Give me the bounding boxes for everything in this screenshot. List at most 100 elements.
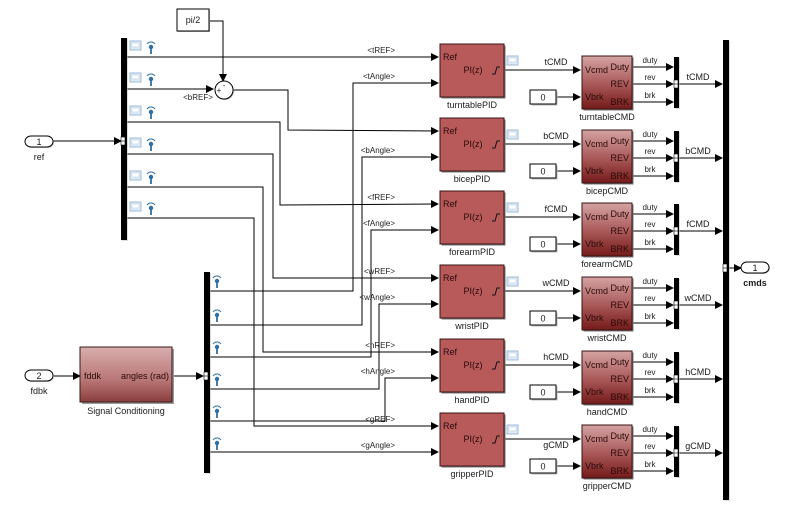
cmd-port-vcmd: Vcmd [585,65,608,75]
ref-viewer-icon-1[interactable] [129,72,142,83]
pid-viewer-icon[interactable] [506,129,519,140]
gref-line [127,217,439,430]
viewer-screen [131,42,140,48]
angle-logging-icon-0[interactable] [212,275,222,288]
ref-signal-label: <gREF> [365,415,395,424]
constant-pi2-block[interactable]: pi/2 [176,8,210,32]
vbrk-constant-shape [529,458,557,474]
inport-ref-number: 1 [36,137,41,147]
vbrk-constant-shape [529,236,557,252]
pid-viewer-icon[interactable] [506,55,519,66]
angle-logging-icon-2[interactable] [212,341,222,354]
cmd-out-signal-label: rev [644,73,655,82]
cmd-port-duty: Duty [610,283,629,293]
sigcond-port-out: angles (rad) [121,371,169,381]
cmd-name: gripperCMD [583,481,632,491]
vbrk-constant[interactable]: 0 [529,89,558,106]
pid-viewer-icon[interactable] [506,424,519,435]
cmd-signal-label: hCMD [543,352,569,362]
ref-logging-icon-1[interactable] [146,73,156,86]
angle-logging-icon-5[interactable] [212,437,222,450]
cmd-signal-label: tCMD [545,57,568,67]
sum-sign-left: + [217,86,222,95]
angle-logging-icon-4[interactable] [212,405,222,418]
cmd-name: wristCMD [587,333,627,343]
ref-viewer-icon-4[interactable] [129,170,142,181]
ref-viewer-icon-5[interactable] [129,201,142,212]
cmd-port-vbrk: Vbrk [585,166,604,176]
vbrk-constant-value: 0 [540,462,545,472]
viewer-screen [131,203,140,209]
cmd-port-vcmd: Vcmd [585,212,608,222]
viewer-screen [508,204,517,210]
sigcond-port-in: fddk [84,371,102,381]
cmd-signal-label: wCMD [542,278,570,288]
bref-to-pid-line [233,89,439,135]
fref-line [127,121,439,209]
vbrk-constant[interactable]: 0 [529,163,558,180]
pid-viewer-icon[interactable] [506,276,519,287]
pid-name: handPID [454,395,490,405]
pid-port-ref: Ref [443,52,458,62]
cmd-out-signal-label: rev [644,147,655,156]
vbrk-constant-value: 0 [540,388,545,398]
ref-logging-icon-5[interactable] [146,202,156,215]
bus-out-label: hCMD [685,367,711,377]
vbrk-constant[interactable]: 0 [529,384,558,401]
cmd-shape [581,350,633,405]
ref-viewer-icon-3[interactable] [129,137,142,148]
logging-stem [216,411,218,418]
ref-logging-icon-0[interactable] [146,41,156,54]
ref-logging-icon-3[interactable] [146,138,156,151]
vbrk-constant-value: 0 [540,93,545,103]
cmd-out-signal-label: duty [642,351,657,360]
angle-signal-label: <wAngle> [359,293,395,302]
cmd-out-signal-label: duty [642,277,657,286]
vbrk-constant[interactable]: 0 [529,236,558,253]
cmd-port-vcmd: Vcmd [585,434,608,444]
logging-stem [150,208,152,215]
pid-shape [439,412,505,467]
vbrk-constant-shape [529,163,557,179]
saturation-icon [492,287,500,296]
viewer-screen [131,139,140,145]
logging-arc [146,106,156,110]
angle-logging-icon-3[interactable] [212,373,222,386]
pid-shape [439,264,505,319]
pid-viewer-icon[interactable] [506,350,519,361]
ref-viewer-icon-2[interactable] [129,105,142,116]
sum-block[interactable]: -+ [214,80,234,100]
angle-logging-icon-1[interactable] [212,309,222,322]
ref-logging-icon-2[interactable] [146,106,156,119]
cmd-port-brk: BRK [610,97,629,107]
outport-cmds-name: cmds [743,278,767,288]
viewer-screen [508,131,517,137]
vbrk-constant[interactable]: 0 [529,458,558,475]
vbrk-constant[interactable]: 0 [529,310,558,327]
bus-out-label: tCMD [687,72,710,82]
logging-arc [212,341,222,345]
pid-viewer-icon[interactable] [506,202,519,213]
vbrk-constant-value: 0 [540,167,545,177]
ref-viewer-icon-0[interactable] [129,40,142,51]
cmd-name: forearmCMD [581,259,633,269]
ref-logging-icon-4[interactable] [146,171,156,184]
cmd-port-rev: REV [610,448,629,458]
cmd-port-brk: BRK [610,466,629,476]
